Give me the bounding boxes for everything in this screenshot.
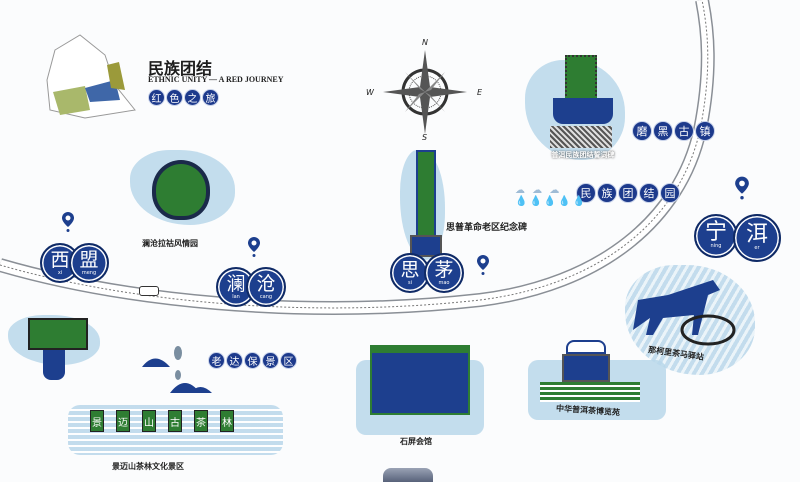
- city-pinyin: mao: [438, 280, 450, 286]
- city-char: 沧: [256, 273, 276, 295]
- sign-jingmai: 景 迈 山 古 茶 林: [90, 410, 234, 432]
- horse-icon: [633, 280, 736, 346]
- sign-char: 茶: [194, 410, 208, 432]
- stele-base-icon: [553, 98, 613, 124]
- city-char: 洱: [745, 222, 768, 247]
- city-char: 西: [50, 249, 70, 271]
- simao-monument-icon: [416, 150, 436, 240]
- city-char: 宁: [704, 220, 727, 245]
- sign-char: 迈: [116, 410, 130, 432]
- city-char: 茅: [434, 259, 454, 281]
- city-pinyin: cang: [259, 294, 273, 300]
- shiping-label: 石屏会馆: [400, 437, 432, 446]
- sign-char: 民: [576, 183, 596, 203]
- city-char: 思: [400, 259, 420, 281]
- badge-char: 之: [184, 89, 201, 106]
- city-pinyin: si: [408, 280, 412, 286]
- jingmai-area-label: 景迈山茶林文化景区: [112, 462, 184, 471]
- city-pinyin: er: [754, 245, 760, 251]
- city-char: 澜: [226, 273, 246, 295]
- compass-s: S: [422, 133, 428, 142]
- sign-char: 镇: [695, 121, 715, 141]
- sign-char: 族: [597, 183, 617, 203]
- foreground-object: [383, 468, 433, 482]
- badge-char: 红: [148, 89, 165, 106]
- city-pinyin: xi: [57, 270, 63, 276]
- bus-icon: [139, 286, 159, 296]
- sign-char: 古: [674, 121, 694, 141]
- expo-terrace-icon: [540, 382, 640, 402]
- sign-char: 结: [639, 183, 659, 203]
- sign-char: 山: [142, 410, 156, 432]
- clouds-rain-icon: ☁ ☁ ☁💧💧💧💧💧: [515, 185, 588, 207]
- header-title: 民族团结: [148, 59, 213, 78]
- sign-minzu: 民族团结园: [576, 182, 681, 203]
- puer-stele-icon: [565, 55, 597, 103]
- region-map-icon: [46, 34, 136, 119]
- compass-n: N: [422, 38, 428, 47]
- sign-char: 磨: [632, 121, 652, 141]
- compass-rose-icon: [383, 50, 467, 134]
- lancang-park-icon: [152, 160, 210, 220]
- sign-char: 景: [90, 410, 104, 432]
- lancang-park-label: 澜沧拉祜风情园: [142, 239, 198, 248]
- monument-base-icon: [410, 235, 442, 257]
- city-pinyin: meng: [81, 270, 97, 276]
- drum-stand-icon: [43, 350, 65, 380]
- city-pinyin: ning: [710, 243, 722, 249]
- compass-e: E: [477, 88, 483, 97]
- badge-char: 色: [166, 89, 183, 106]
- puer-stele-label: 普洱民族团结誓词碑: [551, 151, 615, 159]
- location-pin-icon: [477, 255, 489, 275]
- city-char: 盟: [79, 249, 99, 271]
- expo-roof-icon: [566, 340, 606, 354]
- sign-mohei: 磨黑古镇: [632, 120, 716, 141]
- sign-char: 景: [262, 352, 279, 369]
- sign-char: 团: [618, 183, 638, 203]
- stele-pedestal-icon: [550, 126, 612, 148]
- drum-icon: [28, 318, 88, 350]
- shiping-gate-icon: [370, 345, 470, 415]
- sign-char: 黑: [653, 121, 673, 141]
- sign-char: 老: [208, 352, 225, 369]
- location-pin-icon: [735, 176, 749, 200]
- simao-monument-label: 思普革命老区纪念碑: [446, 223, 528, 233]
- compass-w: W: [366, 88, 374, 97]
- location-pin-icon: [62, 212, 74, 232]
- city-pinyin: lan: [232, 294, 240, 300]
- sign-char: 林: [220, 410, 234, 432]
- badge-char: 旅: [202, 89, 219, 106]
- sign-char: 达: [226, 352, 243, 369]
- header-subtitle-en: ETHNIC UNITY — A RED JOURNEY: [148, 75, 284, 84]
- expo-building-icon: [562, 354, 610, 382]
- sign-char: 保: [244, 352, 261, 369]
- sign-laodabao: 老达保景区: [208, 350, 298, 369]
- sign-char: 古: [168, 410, 182, 432]
- location-pin-icon: [248, 237, 260, 257]
- header-badge-row: 红色之旅: [148, 87, 220, 106]
- hills-icon: [142, 346, 212, 393]
- sign-char: 区: [280, 352, 297, 369]
- sign-char: 园: [660, 183, 680, 203]
